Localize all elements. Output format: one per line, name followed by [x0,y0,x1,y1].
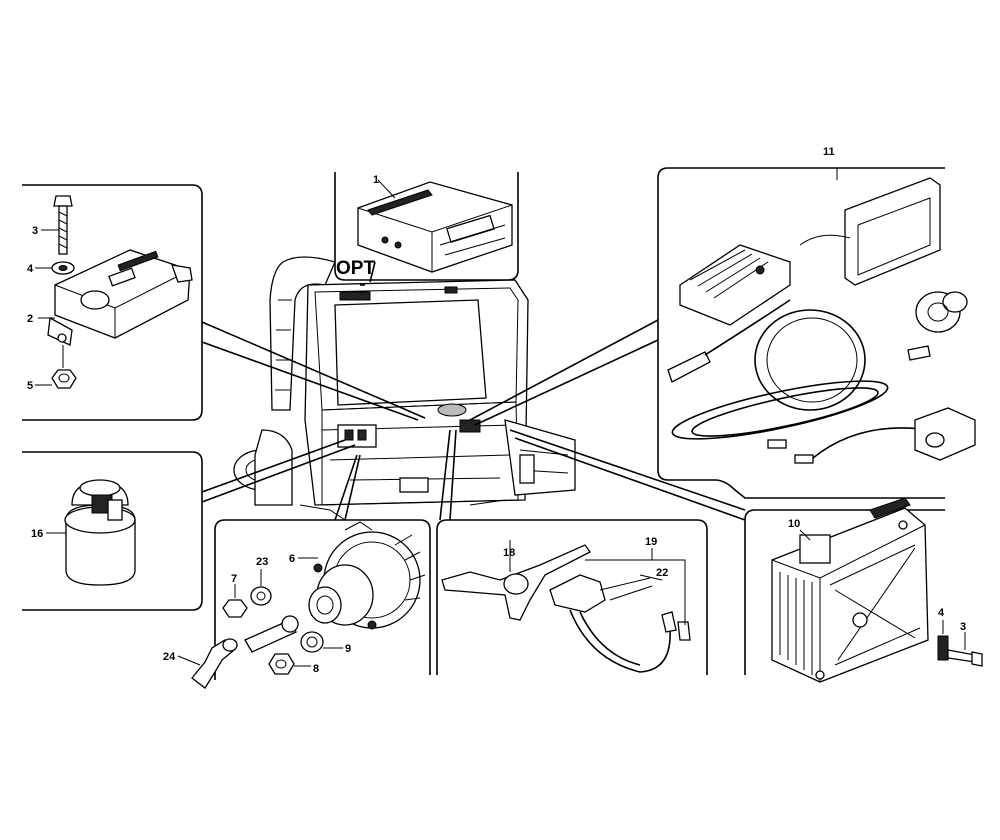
opt-label: OPT [336,258,375,279]
part-1-radio [357,179,513,273]
part-16-relay [64,479,136,586]
part-23-washer [250,586,272,606]
callout-4-right: 4 [938,607,945,619]
callout-23: 23 [256,556,268,568]
part-10-regulator [771,497,929,683]
detail-frames [22,167,945,680]
callout-16: 16 [31,528,43,540]
part-6-horn [308,521,426,630]
callout-4-left: 4 [27,263,34,275]
part-5-nut-left [51,345,77,389]
part-22-lever [599,574,663,601]
part-3-bolt-left [53,195,73,255]
part-18-switch [441,540,591,621]
part-19-harness [549,548,691,673]
callout-9: 9 [345,643,351,655]
callout-11: 11 [823,146,835,158]
part-9-washer [300,631,324,653]
callout-18: 18 [503,547,515,559]
callout-5: 5 [27,380,33,392]
callout-2: 2 [27,313,33,325]
machine-cab [233,256,576,521]
part-8-nut [268,653,295,675]
part-7-nut [222,584,248,618]
callout-8: 8 [313,663,319,675]
callout-19: 19 [645,536,657,548]
horn-stud [244,615,299,653]
part-11-kit [667,168,976,464]
leader-lines [201,261,746,521]
callout-24: 24 [163,651,176,663]
callout-6: 6 [289,553,295,565]
part-2-control-box [47,249,193,346]
callout-3-left: 3 [32,225,38,237]
callout-labels: 1 2 3 4 5 6 7 8 9 10 11 16 18 19 22 23 2… [27,146,966,675]
callout-10: 10 [788,518,800,530]
callout-7: 7 [231,573,237,585]
callout-3-right: 3 [960,621,966,633]
part-4-washer-right [937,620,949,661]
callout-1: 1 [373,174,379,186]
callout-22: 22 [656,567,668,579]
part-3-bolt-right [947,632,983,667]
part-4-washer-left [51,261,75,275]
part-24-elbow [191,638,238,689]
